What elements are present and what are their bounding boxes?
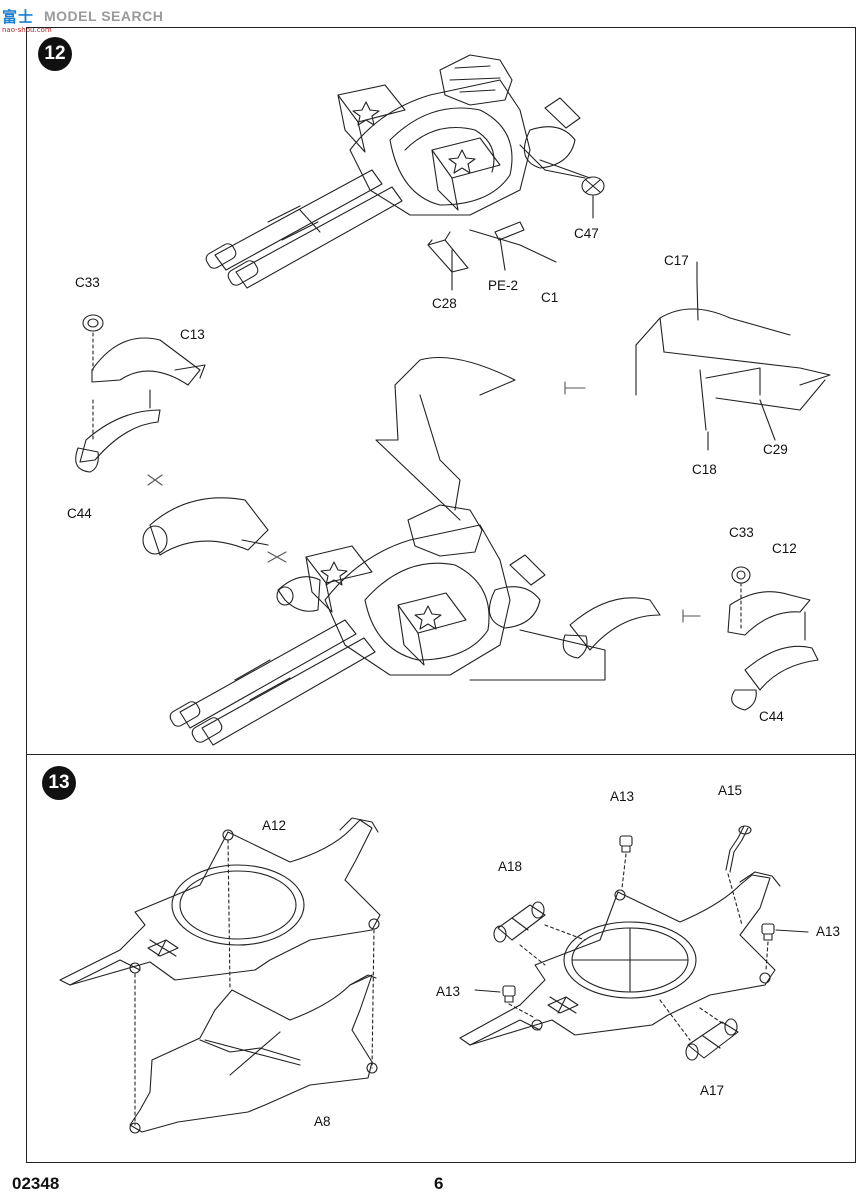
part-label-a17: A17 — [700, 1083, 725, 1098]
c17-rail — [635, 261, 831, 451]
watermark-logo: 富士 — [2, 8, 35, 26]
right-arrows — [564, 381, 701, 623]
part-label-pe2: PE-2 — [488, 278, 519, 293]
part-label-c17: C17 — [664, 253, 689, 268]
part-label-c12: C12 — [772, 541, 797, 556]
left-arrows — [147, 474, 287, 563]
page-number: 6 — [434, 1174, 444, 1193]
step-12-illustration — [75, 54, 831, 746]
part-label-a13-left: A13 — [436, 984, 461, 999]
part-label-c1: C1 — [541, 290, 559, 305]
part-label-a13-right: A13 — [816, 924, 841, 939]
part-label-a13-top: A13 — [610, 789, 635, 804]
part-label-a18: A18 — [498, 859, 523, 874]
attached-rail — [375, 356, 516, 521]
left-parts-stack — [75, 314, 206, 473]
part-label-c29: C29 — [763, 442, 788, 457]
product-code: 02348 — [12, 1174, 60, 1193]
part-label-c47: C47 — [574, 226, 599, 241]
lower-gun-assembly — [169, 504, 546, 746]
part-label-a12: A12 — [262, 818, 287, 833]
part-label-c33-left: C33 — [75, 275, 100, 290]
watermark-site-name: MODEL SEARCH — [44, 8, 164, 24]
part-label-c33-right: C33 — [729, 525, 754, 540]
part-label-c28: C28 — [432, 296, 457, 311]
upper-gun-assembly — [205, 54, 605, 291]
part-label-a8: A8 — [314, 1114, 331, 1129]
right-parts-stack — [469, 566, 819, 711]
part-label-c44-left: C44 — [67, 506, 92, 521]
part-label-a15: A15 — [718, 783, 743, 798]
step-12-badge: 12 — [38, 37, 72, 71]
step-divider — [26, 754, 856, 755]
part-label-c13: C13 — [180, 327, 205, 342]
mid-left-shell — [142, 497, 269, 556]
part-label-c44-right: C44 — [759, 709, 784, 724]
instruction-frame — [26, 27, 856, 1163]
part-label-c18: C18 — [692, 462, 717, 477]
step-13-badge: 13 — [42, 766, 76, 800]
